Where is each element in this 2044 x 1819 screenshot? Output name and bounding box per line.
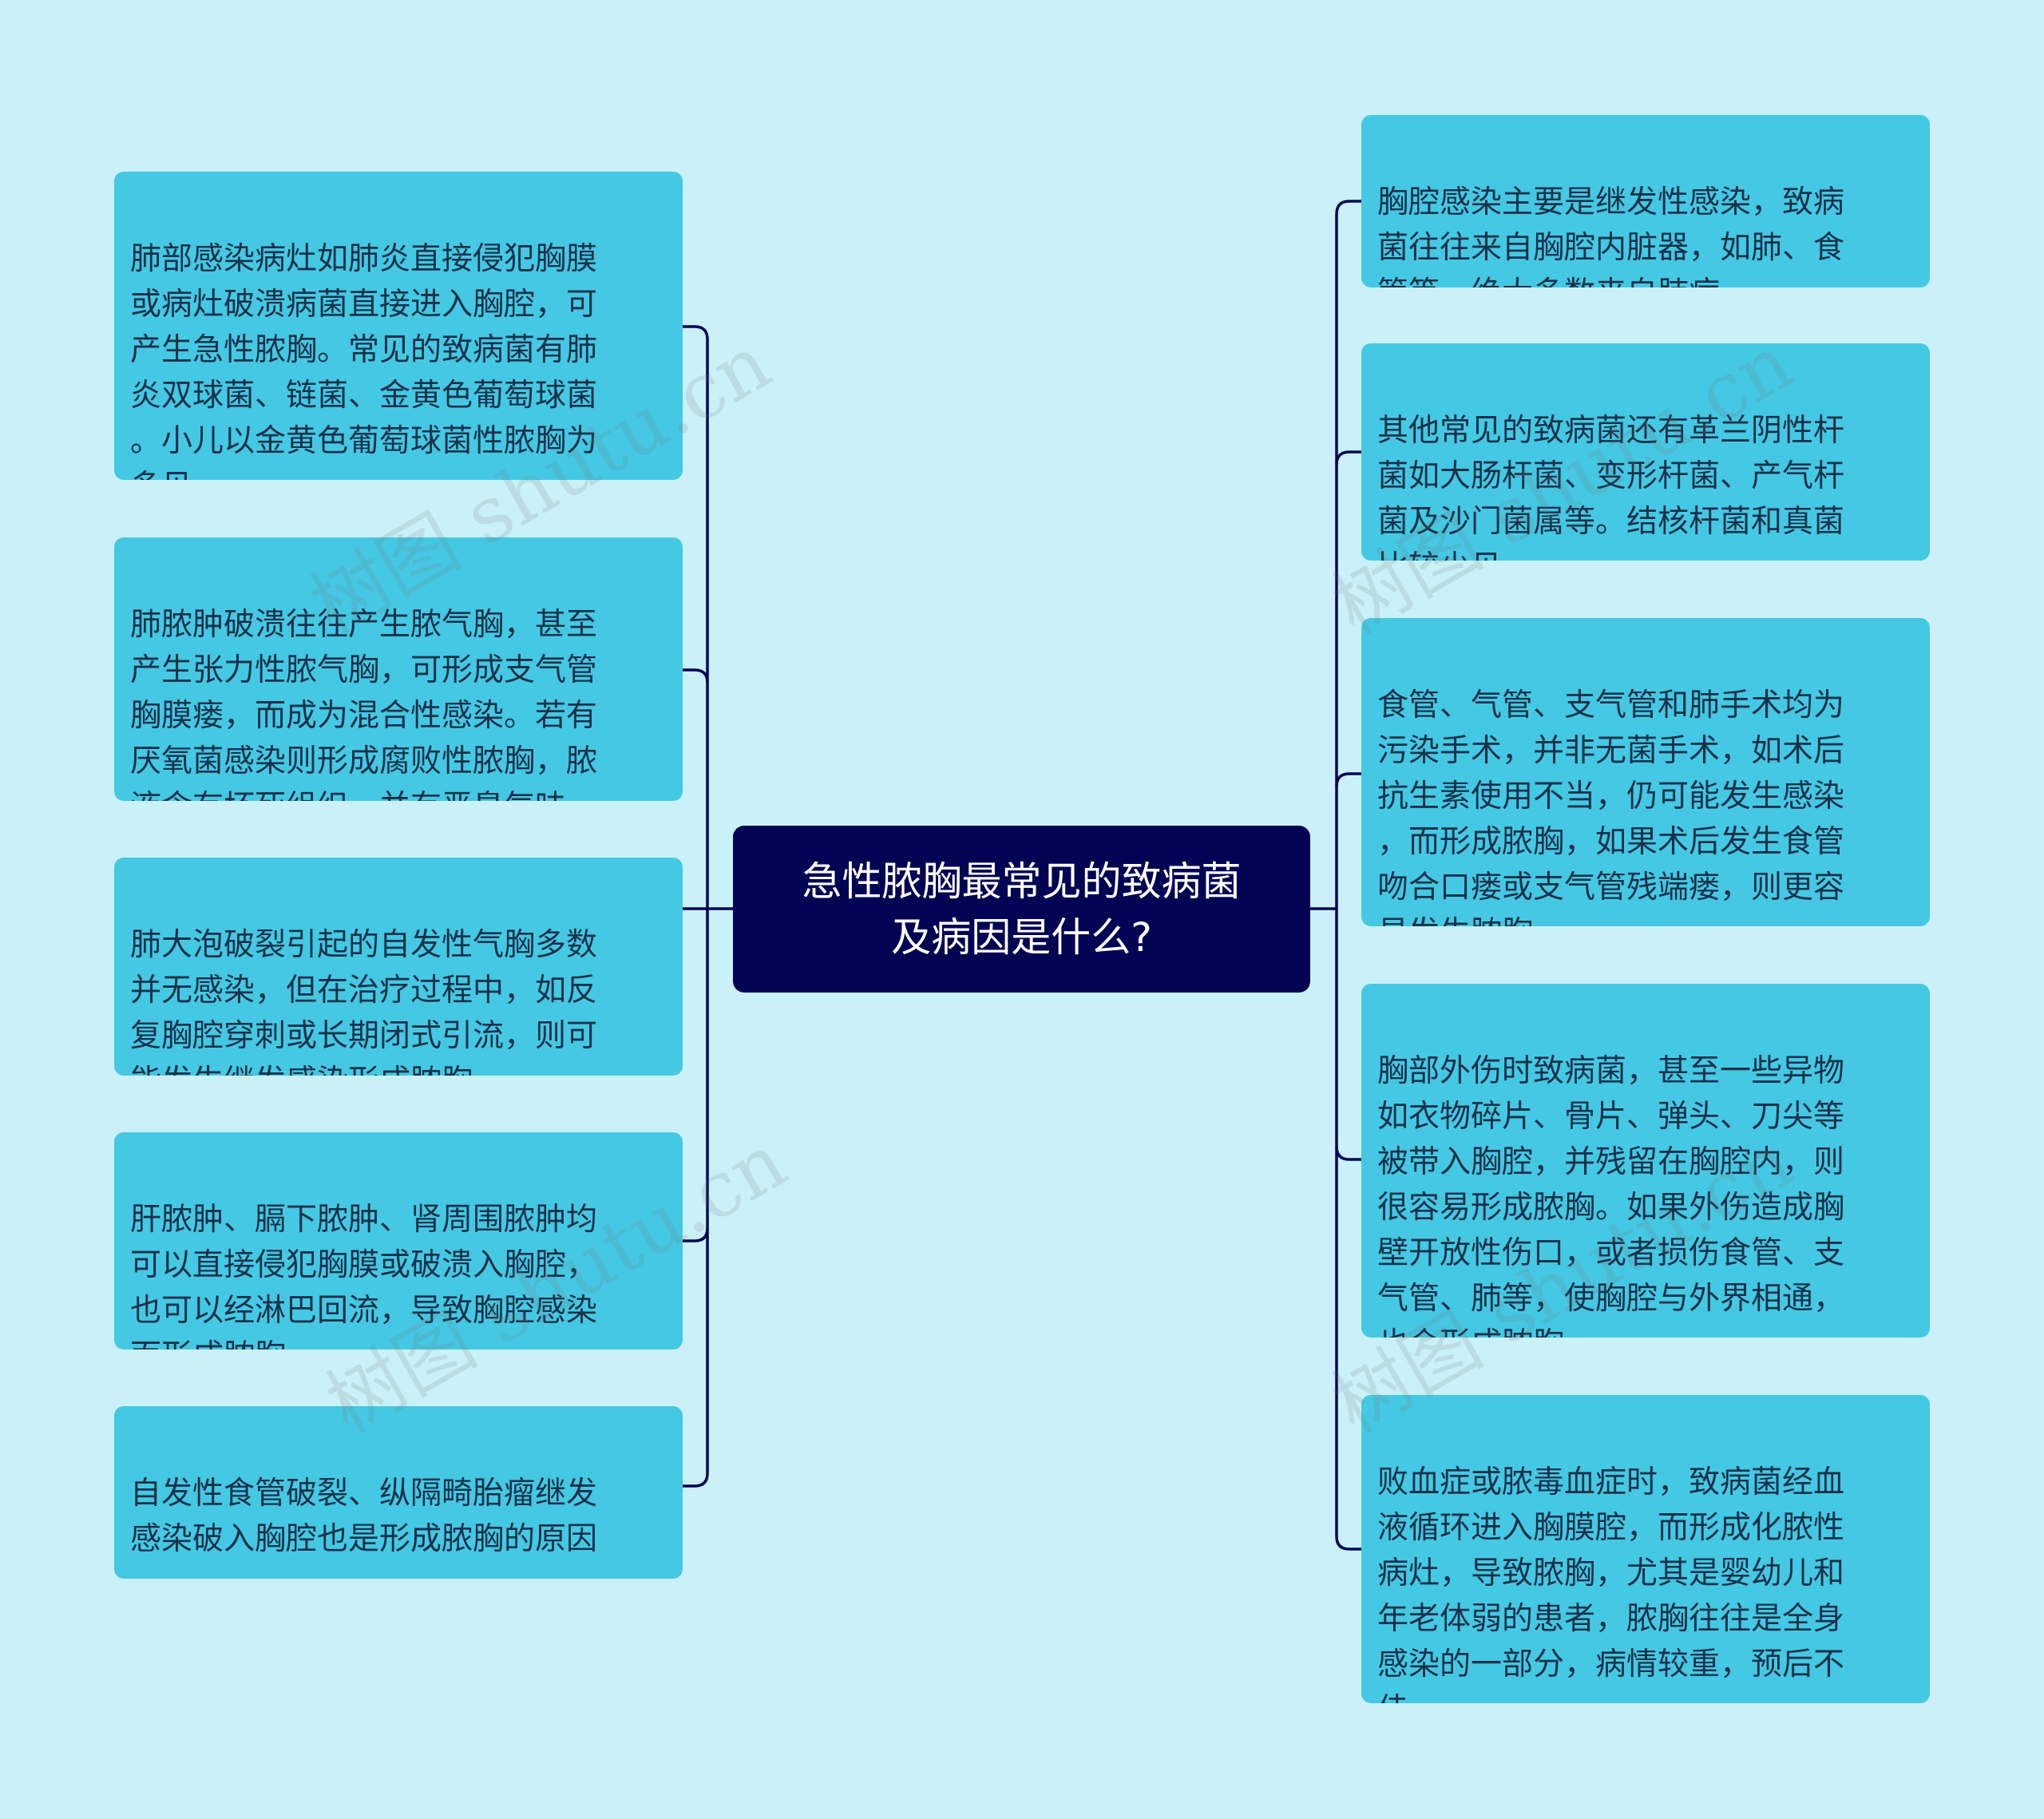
connector-right-2	[1335, 450, 1361, 466]
left-node-1[interactable]: 肺部感染病灶如肺炎直接侵犯胸膜 或病灶破溃病菌直接进入胸腔，可 产生急性脓胸。常…	[114, 172, 683, 480]
connector-right-3	[1335, 772, 1361, 787]
connector-left-2	[683, 668, 709, 684]
left-node-4[interactable]: 肝脓肿、膈下脓肿、肾周围脓肿均 可以直接侵犯胸膜或破溃入胸腔， 也可以经淋巴回流…	[114, 1132, 683, 1349]
central-topic[interactable]: 急性脓胸最常见的致病菌 及病因是什么?	[733, 826, 1310, 993]
right-node-5[interactable]: 败血症或脓毒血症时，致病菌经血 液循环进入胸膜腔，而形成化脓性 病灶，导致脓胸，…	[1361, 1395, 1930, 1703]
left-node-4-text: 肝脓肿、膈下脓肿、肾周围脓肿均 可以直接侵犯胸膜或破溃入胸腔， 也可以经淋巴回流…	[130, 1202, 598, 1349]
connector-left-1	[683, 325, 709, 340]
left-node-2-text: 肺脓肿破溃往往产生脓气胸，甚至 产生张力性脓气胸，可形成支气管 胸膜瘘，而成为混…	[130, 607, 598, 801]
right-node-2-text: 其他常见的致病菌还有革兰阴性杆 菌如大肠杆菌、变形杆菌、产气杆 菌及沙门菌属等。…	[1377, 413, 1845, 561]
left-node-3-text: 肺大泡破裂引起的自发性气胸多数 并无感染，但在治疗过程中，如反 复胸腔穿刺或长期…	[130, 927, 598, 1076]
connector-right-5	[1335, 1536, 1361, 1551]
left-node-1-text: 肺部感染病灶如肺炎直接侵犯胸膜 或病灶破溃病菌直接进入胸腔，可 产生急性脓胸。常…	[130, 241, 598, 480]
left-node-5[interactable]: 自发性食管破裂、纵隔畸胎瘤继发 感染破入胸腔也是形成脓胸的原因 。	[114, 1406, 683, 1579]
connector-left-4	[683, 1227, 709, 1242]
left-node-2[interactable]: 肺脓肿破溃往往产生脓气胸，甚至 产生张力性脓气胸，可形成支气管 胸膜瘘，而成为混…	[114, 537, 683, 801]
right-node-3[interactable]: 食管、气管、支气管和肺手术均为 污染手术，并非无菌手术，如术后 抗生素使用不当，…	[1361, 618, 1930, 926]
right-node-1[interactable]: 胸腔感染主要是继发性感染，致病 菌往往来自胸腔内脏器，如肺、食 管等，绝大多数来…	[1361, 115, 1930, 287]
central-topic-title: 急性脓胸最常见的致病菌 及病因是什么?	[802, 858, 1242, 961]
left-node-3[interactable]: 肺大泡破裂引起的自发性气胸多数 并无感染，但在治疗过程中，如反 复胸腔穿刺或长期…	[114, 858, 683, 1076]
left-node-5-text: 自发性食管破裂、纵隔畸胎瘤继发 感染破入胸腔也是形成脓胸的原因 。	[130, 1476, 598, 1579]
connector-right-4	[1335, 1146, 1361, 1161]
right-node-4[interactable]: 胸部外伤时致病菌，甚至一些异物 如衣物碎片、骨片、弹头、刀尖等 被带入胸腔，并残…	[1361, 984, 1930, 1338]
right-node-5-text: 败血症或脓毒血症时，致病菌经血 液循环进入胸膜腔，而形成化脓性 病灶，导致脓胸，…	[1377, 1464, 1845, 1703]
right-node-2[interactable]: 其他常见的致病菌还有革兰阴性杆 菌如大肠杆菌、变形杆菌、产气杆 菌及沙门菌属等。…	[1361, 343, 1930, 561]
connector-left-5	[683, 1472, 709, 1488]
right-node-1-text: 胸腔感染主要是继发性感染，致病 菌往往来自胸腔内脏器，如肺、食 管等，绝大多数来…	[1377, 184, 1845, 287]
right-node-4-text: 胸部外伤时致病菌，甚至一些异物 如衣物碎片、骨片、弹头、刀尖等 被带入胸腔，并残…	[1377, 1053, 1845, 1338]
connector-right-1	[1335, 200, 1361, 215]
right-node-3-text: 食管、气管、支气管和肺手术均为 污染手术，并非无菌手术，如术后 抗生素使用不当，…	[1377, 688, 1845, 926]
